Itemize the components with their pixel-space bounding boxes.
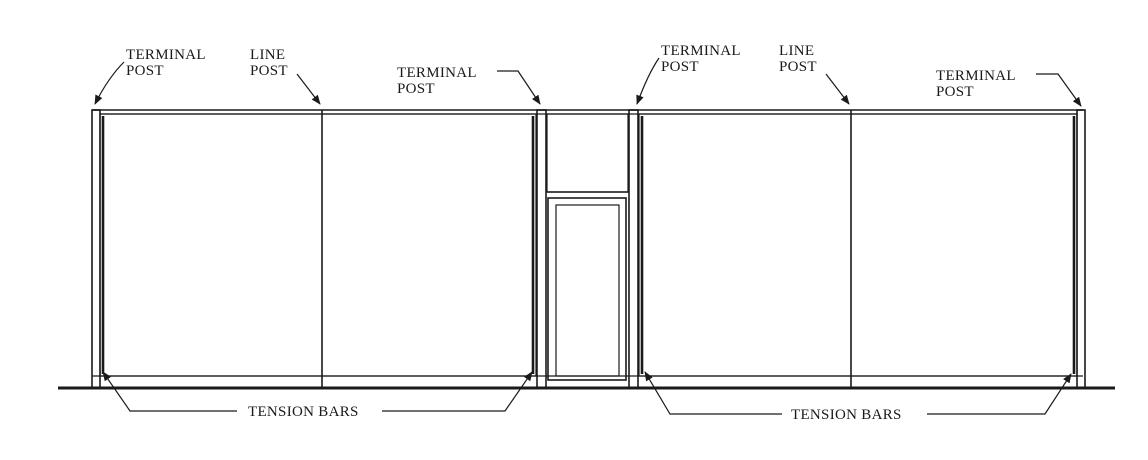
leader-terminal-post-1 xyxy=(94,61,125,105)
gate-fabric xyxy=(555,204,620,377)
leader-tension-bars-1a xyxy=(102,371,237,412)
leader-terminal-post-3 xyxy=(636,57,660,105)
terminal-post-far-left xyxy=(91,109,101,389)
terminal-post-gate-right xyxy=(628,109,639,389)
gate-frame-outer xyxy=(547,197,627,381)
leader-terminal-post-4 xyxy=(1036,73,1082,107)
terminal-post-gate-left xyxy=(536,109,547,389)
fabric-right-section xyxy=(638,113,1078,377)
leader-terminal-post-2 xyxy=(497,70,541,105)
fabric-left-section xyxy=(99,113,537,377)
label-tension-bars-2: TENSION BARS xyxy=(791,407,902,423)
leader-line-post-1 xyxy=(296,73,321,105)
transom-panel xyxy=(546,113,629,193)
leader-tension-bars-1b xyxy=(382,371,533,412)
terminal-post-far-right xyxy=(1076,109,1086,389)
leader-tension-bars-2a xyxy=(644,371,782,415)
leader-line-post-2 xyxy=(825,73,850,105)
leader-tension-bars-2b xyxy=(927,373,1072,415)
label-tension-bars-1: TENSION BARS xyxy=(248,404,359,420)
